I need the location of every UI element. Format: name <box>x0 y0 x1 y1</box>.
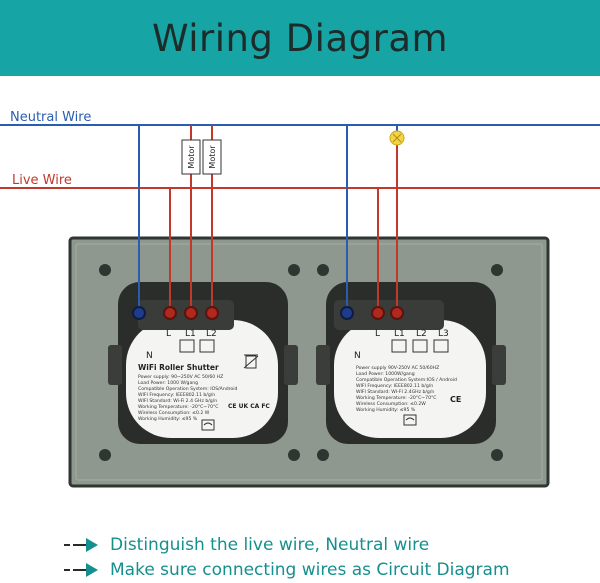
note-1-text: Distinguish the live wire, Neutral wire <box>110 535 430 555</box>
left-terminal-l1: L1 <box>185 329 196 339</box>
light-bulb-icon <box>389 130 405 146</box>
left-module-label <box>126 320 278 438</box>
left-spec-4: WIFI Standard: Wi-Fi 2.4 GHz b/g/n <box>138 398 217 404</box>
motor-label-1: Motor <box>187 145 196 169</box>
left-spec-5: Working Temperature: -20°C~70°C <box>138 404 219 410</box>
neutral-wire-label: Neutral Wire <box>10 110 92 125</box>
left-terminal-l: L <box>166 329 171 339</box>
wifi-icon <box>201 419 215 431</box>
right-terminal-l3: L3 <box>438 329 449 339</box>
right-spec-6: Wireless Consumption: ≤0.2W <box>356 401 426 407</box>
header-banner: Wiring Diagram <box>0 0 600 76</box>
left-cert-marks: CE UK CA FC <box>228 403 270 410</box>
right-spec-4: WIFI Standard: WI-FI 2.4GHz b/g/n <box>356 389 434 395</box>
left-terminal-l2: L2 <box>206 329 217 339</box>
motor-box-1 <box>181 139 201 175</box>
arrow-right-icon <box>64 538 98 552</box>
right-spec-5: Working Temperature: -20°C~70°C <box>356 395 437 401</box>
right-spec-3: WIFI Frequency: IEEE802.11 b/g/n <box>356 383 433 389</box>
left-module-name: WiFi Roller Shutter <box>138 363 219 372</box>
left-spec-0: Power supply: 90~250V AC 50/60 HZ <box>138 374 223 380</box>
right-spec-2: Compatible Operation System:IOS / Androi… <box>356 377 457 383</box>
page-title: Wiring Diagram <box>151 16 449 60</box>
left-spec-6: Wireless Consumption: ≤0.2 W <box>138 410 210 416</box>
right-spec-1: Load Power: 1000W/gang <box>356 371 415 377</box>
right-spec-7: Working Humidity: ≤95 % <box>356 407 416 413</box>
right-terminal-l1: L1 <box>394 329 405 339</box>
right-terminal-l: L <box>375 329 380 339</box>
left-spec-3: WIFI Frequency: IEEE802.11 b/g/n <box>138 392 215 398</box>
right-cert-mark: CE <box>450 395 461 404</box>
note-1: Distinguish the live wire, Neutral wire <box>62 535 429 555</box>
wiring-diagram: Motor Motor N L L1 L2 N L L1 L2 L3 WiFi … <box>0 124 600 488</box>
wifi-icon-right <box>403 414 417 426</box>
trash-bin-icon <box>243 354 259 369</box>
left-spec-1: Load Power: 1000 W/gang <box>138 380 198 386</box>
left-spec-7: Working Humidity: ≤95 % <box>138 416 198 422</box>
note-2-text: Make sure connecting wires as Circuit Di… <box>110 560 510 580</box>
right-terminal-l2: L2 <box>416 329 427 339</box>
right-terminal-n: N <box>354 351 361 361</box>
left-spec-2: Compatible Operation System: IOS/Android <box>138 386 238 392</box>
left-terminal-n: N <box>146 351 153 361</box>
note-2: Make sure connecting wires as Circuit Di… <box>62 560 510 580</box>
right-spec-0: Power supply 90V-250V AC 50/60HZ <box>356 365 439 371</box>
arrow-right-icon <box>64 563 98 577</box>
live-wire-label: Live Wire <box>12 173 72 188</box>
motor-box-2 <box>202 139 222 175</box>
motor-label-2: Motor <box>208 145 217 169</box>
